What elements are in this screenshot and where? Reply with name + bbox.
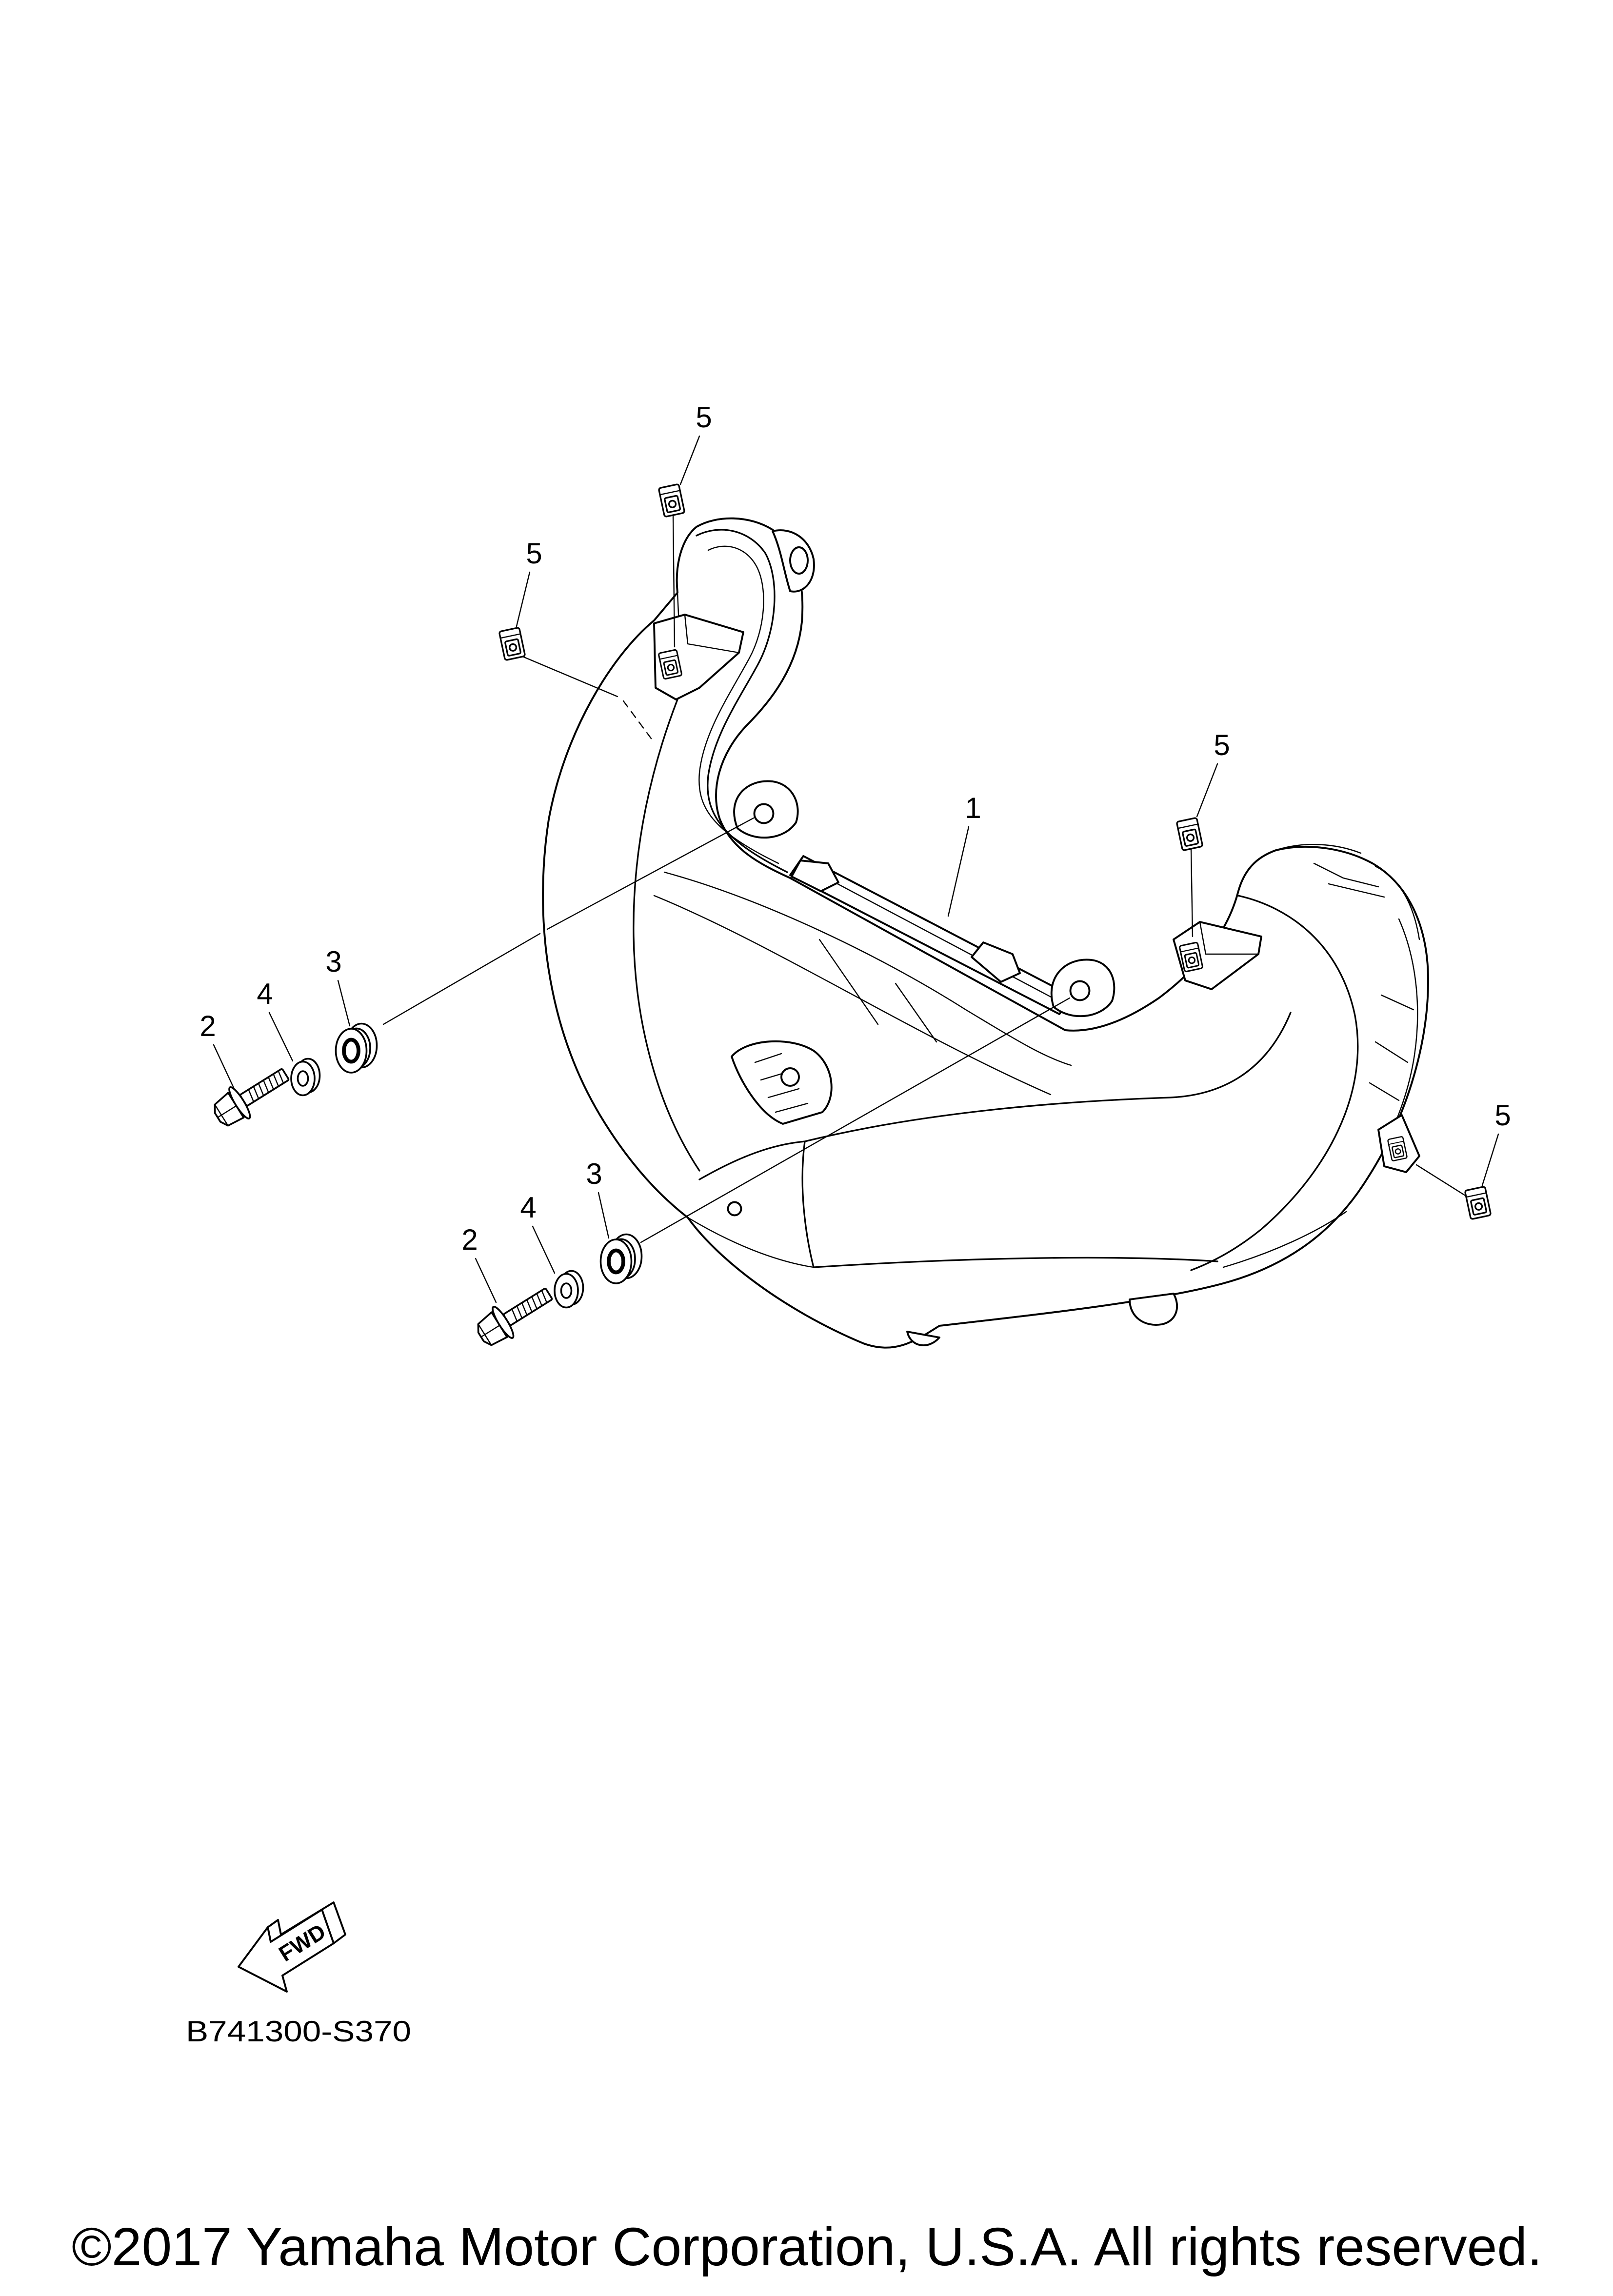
bolt [206, 1058, 297, 1134]
upper-lens-line [653, 895, 1052, 1096]
leader-line [532, 1225, 556, 1274]
diagram-code: B741300-S370 [186, 2015, 411, 2048]
leader-line [1481, 1133, 1499, 1186]
clip-nut [1464, 1185, 1492, 1220]
right-lobe-inner-line [1190, 895, 1359, 1271]
leader-lines [213, 435, 1499, 1303]
fwd-arrow-icon: FWD [238, 1901, 346, 1993]
grommet [601, 1235, 642, 1284]
grommet [336, 1024, 377, 1073]
leader-line [213, 1044, 235, 1090]
upper-mount-boss [789, 546, 809, 575]
lens-inner-edge [633, 699, 700, 1172]
assembly-line [640, 997, 1071, 1243]
left-bracket-edge [684, 614, 740, 654]
lower-lens-side-edge [801, 1140, 815, 1268]
headlight-assembly [542, 517, 1429, 1349]
collar [290, 1058, 321, 1097]
callout-labels: 5 5 5 1 3 4 2 5 3 4 2 [199, 401, 1511, 1256]
rim-line-inner [698, 545, 779, 864]
bottom-nub [906, 1331, 940, 1346]
assembly-lines [382, 514, 1469, 1243]
callout-label: 3 [325, 945, 341, 978]
clip-nut [498, 626, 526, 661]
right-bracket-edge [1199, 921, 1259, 955]
lower-lens-bottom-edge [813, 1257, 1218, 1268]
rail-tab [791, 859, 839, 892]
headlight-housing-outline [542, 517, 1429, 1349]
leader-line [597, 1192, 610, 1239]
right-cap-line [1275, 843, 1362, 854]
back-rail-edge [798, 862, 1068, 1006]
assembly-line [1190, 848, 1194, 938]
socket-fin [754, 1053, 809, 1113]
copyright-text: ©2017 Yamaha Motor Corporation, U.S.A. A… [72, 2217, 1542, 2277]
collar [554, 1270, 584, 1309]
assembly-line [672, 514, 676, 648]
right-cap-line [1369, 994, 1414, 1101]
lower-lens-upper-edge [698, 1012, 1292, 1180]
callout-label: 5 [1214, 729, 1230, 761]
right-cap-line [1328, 883, 1385, 898]
callout-label: 5 [696, 401, 712, 434]
assembly-line [546, 817, 755, 930]
right-cap-line [1313, 862, 1379, 888]
assembly-line [382, 933, 541, 1025]
callout-label: 4 [257, 978, 273, 1010]
leader-line [337, 979, 351, 1027]
callout-label: 1 [965, 792, 981, 824]
callout-label: 5 [526, 537, 542, 570]
callout-label: 3 [586, 1158, 602, 1190]
callout-label: 2 [461, 1223, 478, 1256]
callout-label: 4 [520, 1191, 536, 1224]
socket-connector [780, 1067, 800, 1087]
rail-tab [971, 941, 1021, 983]
leader-line [679, 435, 700, 485]
leader-line [1196, 763, 1218, 818]
housing-small-hole [727, 1201, 742, 1217]
rim-line-outer [696, 529, 788, 873]
leader-line [947, 826, 970, 917]
bolt [470, 1277, 560, 1353]
left-mount-hole [753, 803, 775, 824]
bottom-nub [1129, 1293, 1178, 1326]
right-cap-line [1222, 1211, 1347, 1268]
upper-lens-line [663, 871, 1072, 1066]
clip-nut [657, 483, 686, 518]
fwd-arrow-face [238, 1909, 335, 1993]
clip-nut [1175, 817, 1204, 852]
assembly-line [523, 656, 618, 698]
assembly-line [1415, 1164, 1469, 1198]
left-mount-bracket [653, 614, 744, 700]
leader-line [268, 1012, 294, 1062]
leader-line [516, 571, 531, 627]
right-cap-line [1374, 865, 1420, 940]
housing-lower-line [687, 1217, 815, 1268]
callout-label: 2 [199, 1010, 216, 1042]
lens-rib-line [818, 938, 937, 1043]
leader-line [475, 1258, 497, 1303]
right-mount-hole [1069, 980, 1091, 1001]
hidden-assembly-line [622, 700, 654, 741]
callout-label: 5 [1494, 1099, 1511, 1132]
